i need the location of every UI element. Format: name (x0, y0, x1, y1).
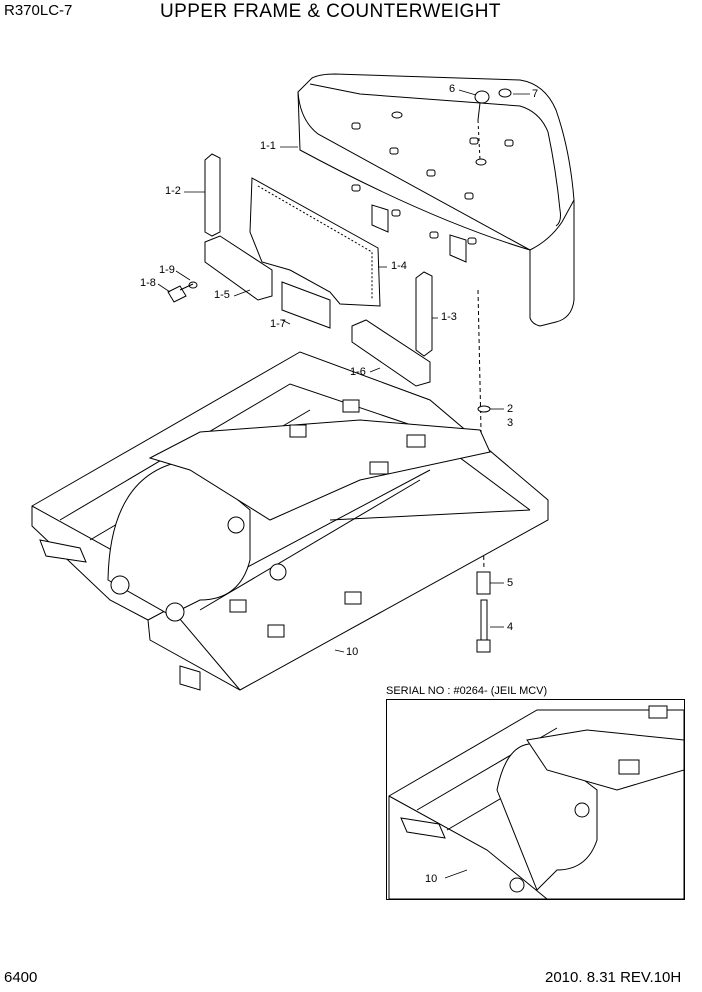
callout-10: 10 (346, 646, 359, 658)
serial-number-label: SERIAL NO : #0264- (JEIL MCV) (386, 685, 548, 697)
callout-1-1: 1-1 (260, 140, 276, 152)
model-number: R370LC-7 (4, 2, 73, 19)
callout-1-5: 1-5 (214, 289, 230, 301)
callout-1-6: 1-6 (350, 366, 366, 378)
callout-1-4: 1-4 (391, 260, 407, 272)
page-title: UPPER FRAME & COUNTERWEIGHT (160, 1, 501, 22)
upper-frame-part (31, 351, 549, 691)
callout-1-7: 1-7 (270, 318, 286, 330)
revision-date: 2010. 8.31 REV.10H (545, 969, 682, 986)
callout-4: 4 (507, 621, 514, 633)
pad-part (281, 281, 331, 329)
callout-1-3: 1-3 (441, 311, 457, 323)
counterweight-part (297, 73, 575, 327)
inset-detail-view: 10 (386, 699, 685, 900)
bolt-washer-part (167, 281, 198, 303)
side-bracket-right (351, 271, 433, 387)
callout-3: 3 (507, 417, 514, 429)
callout-5: 5 (507, 577, 514, 589)
callout-1-2: 1-2 (165, 185, 181, 197)
leader-lines (157, 89, 530, 653)
side-bracket-left (204, 153, 273, 301)
callout-6: 6 (449, 83, 456, 95)
callout-7: 7 (532, 88, 539, 100)
callout-2: 2 (507, 403, 514, 415)
callout-1-9: 1-9 (159, 264, 175, 276)
inset-callout-10: 10 (425, 873, 438, 885)
callout-1-8: 1-8 (140, 277, 156, 289)
page-number: 6400 (4, 969, 38, 986)
eyebolt-part (474, 88, 512, 161)
inset-diagram (388, 705, 684, 899)
